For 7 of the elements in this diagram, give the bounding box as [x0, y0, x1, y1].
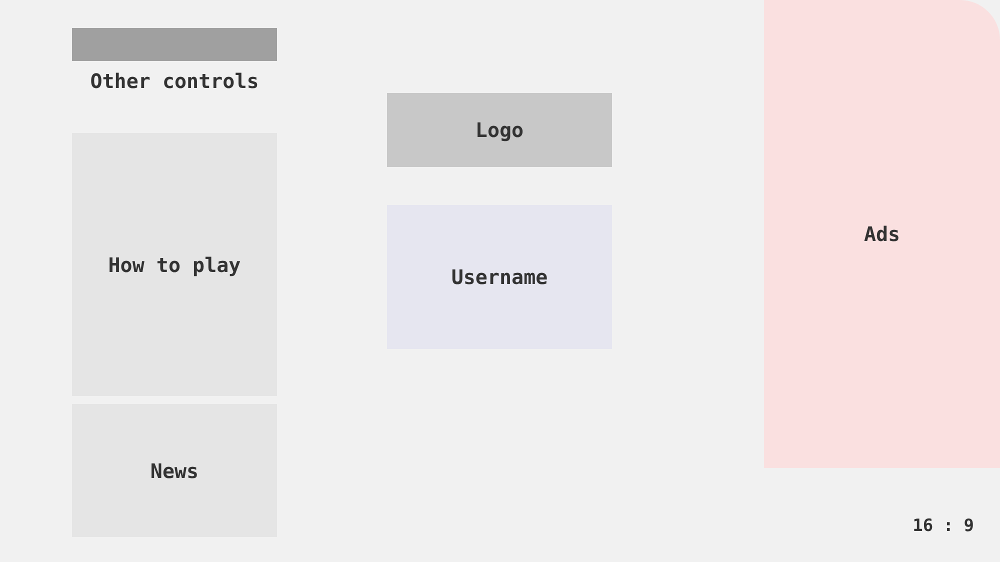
content-panel: News [72, 404, 277, 537]
section-heading: Other controls [89, 69, 260, 93]
ads-panel: Ads [764, 0, 1000, 468]
content-panel: How to play [72, 133, 277, 396]
header-panel: Logo [387, 93, 612, 167]
username-panel: Username [387, 205, 612, 349]
aspect-ratio-label: 16 : 9 [912, 516, 974, 536]
